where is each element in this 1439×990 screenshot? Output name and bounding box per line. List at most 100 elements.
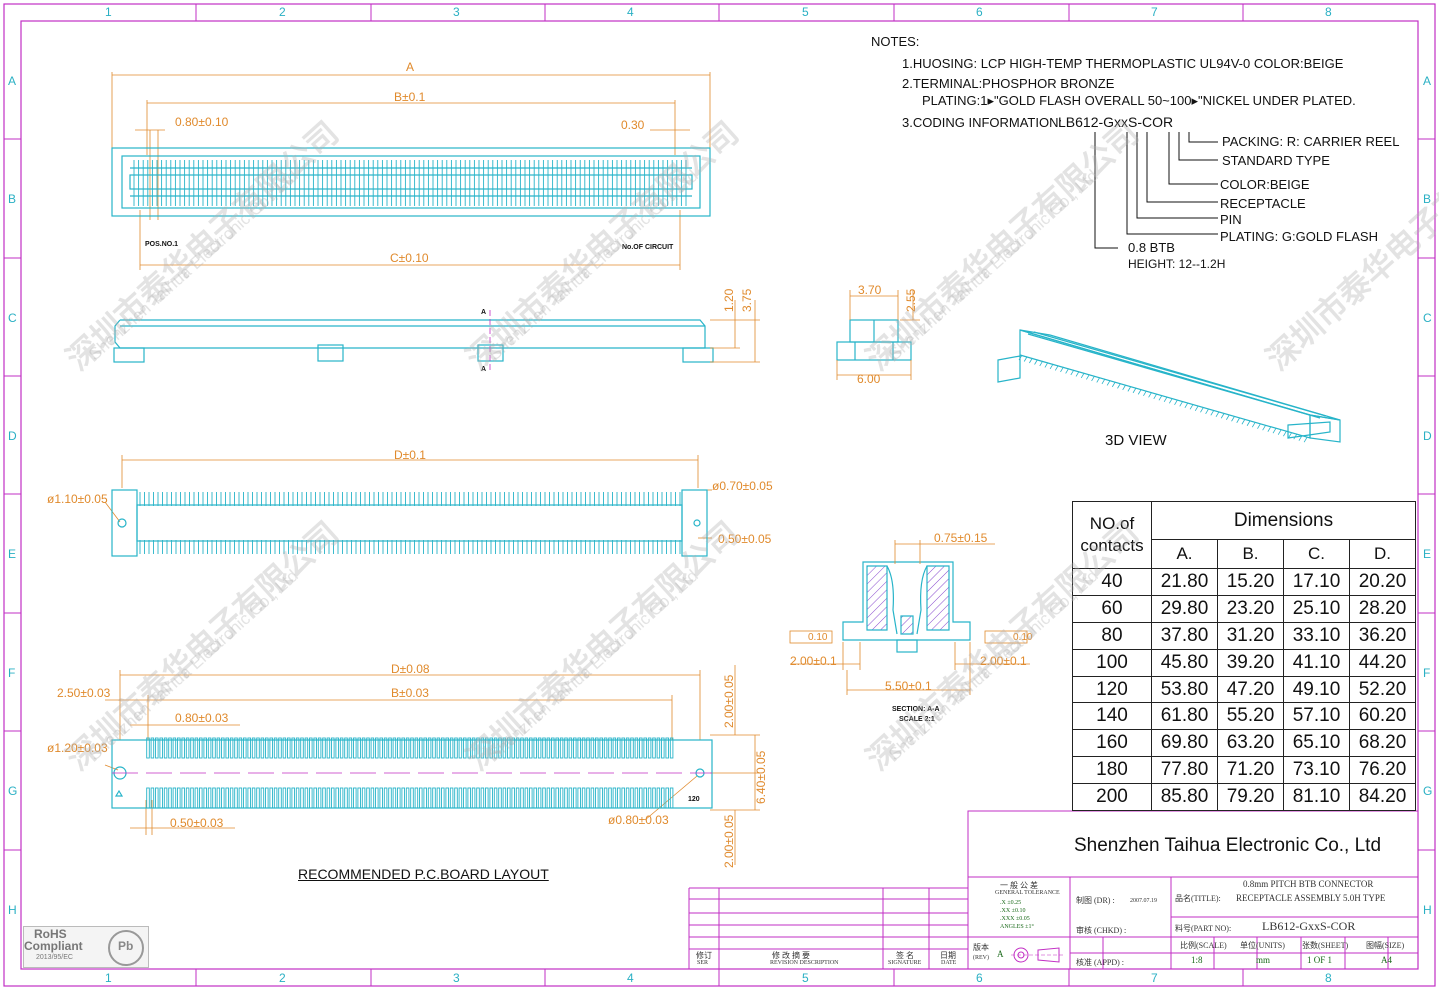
zone-row-a: A [8, 74, 17, 88]
dimension-cell: 49.10 [1283, 675, 1350, 704]
pcb-pad [436, 787, 441, 809]
dimension-cell: 37.80 [1151, 621, 1218, 650]
rev-value: A [997, 949, 1004, 959]
section-flat-left: 0.10 [808, 632, 828, 643]
iso-pin [1158, 395, 1163, 401]
pcb-pad [432, 737, 436, 759]
note-3: 3.CODING INFORMATION: [902, 115, 1063, 130]
pcb-pad [630, 737, 634, 759]
code-label-height: HEIGHT: 12--1.2H [1128, 257, 1226, 271]
iso-pin [1231, 416, 1235, 422]
pcb-pad [458, 787, 463, 809]
iso-pin [1241, 419, 1246, 425]
zone-col-6: 6 [976, 5, 983, 19]
rev-label: 版本 [973, 943, 989, 952]
pcb-pad [379, 737, 383, 759]
iso-pin [1179, 401, 1184, 407]
pcb-pad [265, 737, 269, 759]
contacts-cell: 140 [1072, 702, 1152, 731]
pcb-pad [146, 787, 150, 809]
iso-pin [1070, 369, 1075, 376]
dim-b-label: B±0.1 [394, 90, 426, 104]
zone-row-c: C [8, 311, 17, 325]
pcb-pad [375, 787, 379, 809]
pcb-pad [392, 787, 397, 809]
pcb-pad [669, 737, 674, 759]
pcb-pad [181, 737, 185, 759]
pcb-pad [251, 787, 256, 809]
pcb-pad [291, 737, 295, 759]
tolerance-row-3: .XXX ±0.05 [1000, 916, 1030, 922]
pcb-pad [194, 737, 199, 759]
pcb-pad [339, 737, 344, 759]
pcb-pad [410, 737, 414, 759]
pcb-pad [313, 787, 317, 809]
iso-pin [1122, 384, 1127, 391]
pcb-pad [194, 787, 199, 809]
pcb-pad [515, 737, 520, 759]
pcb-pad [586, 737, 590, 759]
pcb-pad [199, 787, 203, 809]
section-marker-bottom: A [481, 366, 487, 373]
pcb-pad [172, 787, 177, 809]
pcb-pad [150, 787, 155, 809]
iso-pin [1215, 411, 1220, 417]
pcb-pad [449, 737, 454, 759]
dimension-cell: 33.10 [1283, 621, 1350, 650]
iso-pin [1298, 435, 1303, 441]
pcb-pad [449, 787, 454, 809]
pcb-pad [564, 737, 568, 759]
pcb-pad [590, 737, 595, 759]
dimension-cell: 39.20 [1217, 648, 1284, 677]
dimension-cell: 53.80 [1151, 675, 1218, 704]
iso-pin [1205, 408, 1209, 414]
pcb-pad [234, 787, 238, 809]
bottom-hole-right: ø0.70±0.05 [712, 479, 773, 493]
dimension-cell: 57.10 [1283, 702, 1350, 731]
pcb-pad [273, 737, 278, 759]
section-marker-top: A [481, 309, 487, 316]
code-label-receptacle: RECEPTACLE [1220, 196, 1306, 211]
pcb-pad [317, 737, 322, 759]
size-label: 图幅(SIZE) [1366, 941, 1405, 950]
dim-a-label: A [406, 60, 415, 74]
dimension-cell: 68.20 [1349, 729, 1416, 758]
pcb-pad [441, 787, 445, 809]
pcb-pad [199, 737, 203, 759]
pcb-hole-left: ø1.20±0.03 [47, 741, 108, 755]
pcb-pad [326, 787, 331, 809]
pcb-pad [551, 737, 555, 759]
rev-date-header: 日期 [940, 951, 956, 960]
zone-row-d: D [8, 429, 17, 443]
iso-pin [1283, 430, 1287, 437]
pcb-pad [243, 737, 247, 759]
iso-pin [1262, 425, 1266, 431]
iso-pin [1023, 356, 1028, 362]
note-2a: 2.TERMINAL:PHOSPHOR BRONZE [902, 76, 1115, 91]
pcb-pad [278, 787, 282, 809]
contacts-cell: 40 [1072, 568, 1152, 596]
zone-col-1: 1 [105, 5, 112, 19]
pcb-pad [427, 737, 432, 759]
contacts-header: NO.of contacts [1072, 501, 1152, 569]
contacts-cell: 80 [1072, 621, 1152, 650]
pcb-pad [260, 787, 265, 809]
iso-pin [1091, 375, 1095, 382]
pcb-pad [269, 787, 273, 809]
section-a-a-drawing [789, 540, 1030, 695]
sheet-value: 1 OF 1 [1307, 955, 1333, 965]
pcb-pad [177, 787, 181, 809]
pcb-pad [463, 737, 467, 759]
dimension-cell: 45.80 [1151, 648, 1218, 677]
rev-sign-header: 签 名 [896, 951, 914, 960]
lead-free-icon: Pb [108, 930, 144, 966]
pcb-pad [375, 737, 379, 759]
pcb-pad [476, 737, 480, 759]
pcb-pad [471, 737, 476, 759]
code-label-color: COLOR:BEIGE [1220, 177, 1310, 192]
section-top-dim: 0.75±0.15 [934, 531, 988, 545]
iso-pin [1272, 428, 1277, 434]
pcb-pad [652, 737, 656, 759]
iso-pin [1246, 420, 1251, 426]
pcb-pad [555, 737, 559, 759]
